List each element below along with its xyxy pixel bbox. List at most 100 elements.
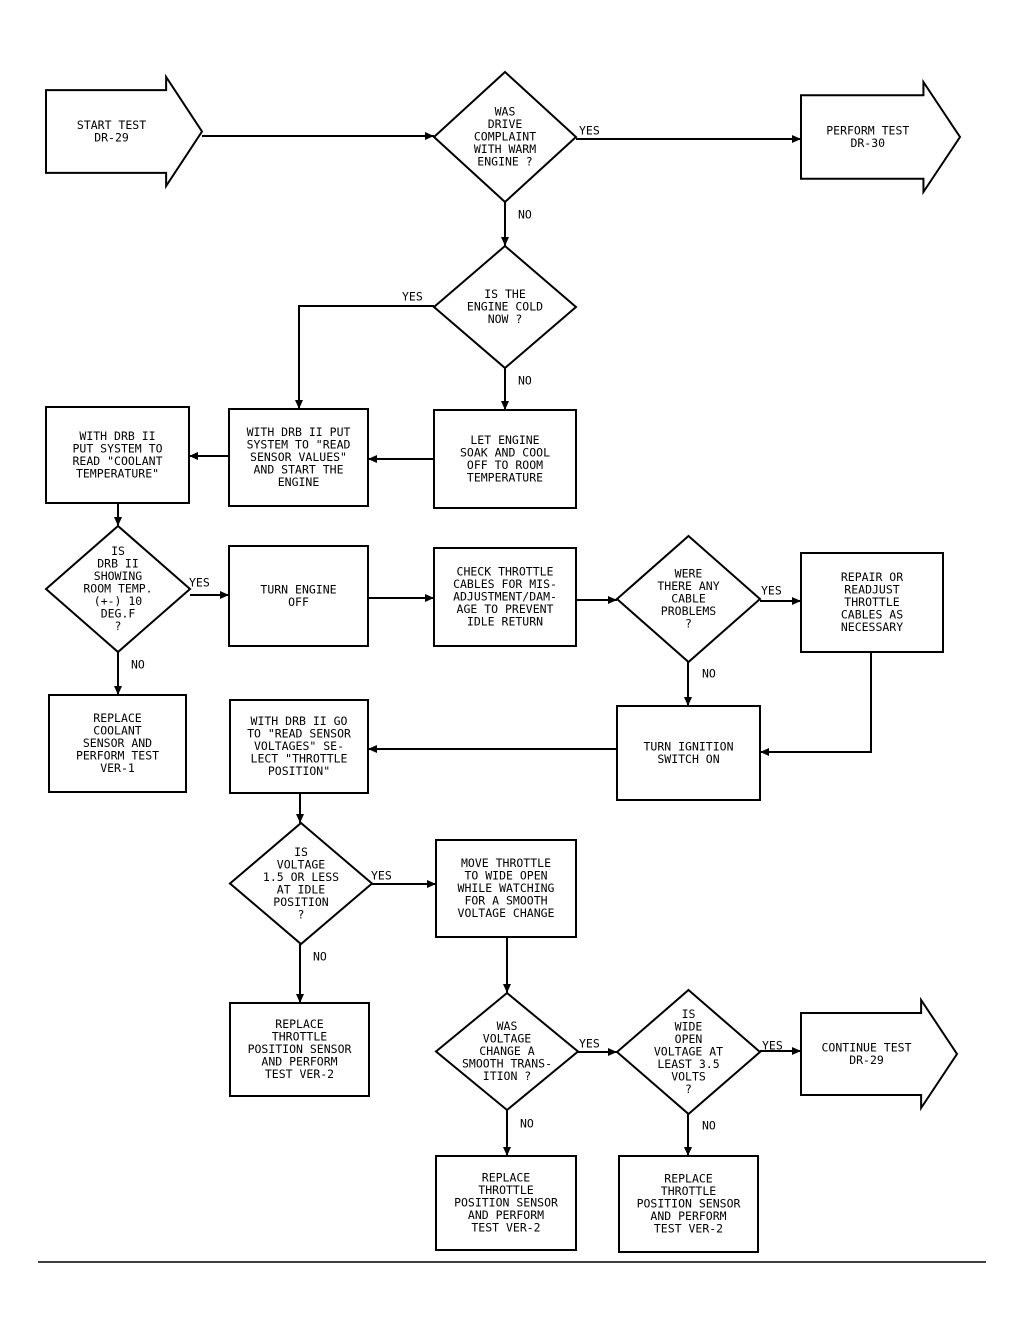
- process-box: [45, 406, 190, 504]
- node-text-line: AGE TO PREVENT: [457, 602, 554, 616]
- node-text-line: VOLTAGE: [277, 857, 326, 871]
- node-text-line: CABLE: [671, 592, 706, 606]
- arrowhead: [608, 596, 617, 604]
- edge-let_soak-to-read_sensor: [368, 455, 434, 463]
- node-text-line: DR-30: [850, 136, 885, 150]
- node-text-line: VOLTAGES" SE-: [254, 739, 344, 753]
- node-text-line: AND PERFORM: [650, 1209, 726, 1223]
- node-text-line: OFF: [288, 595, 309, 609]
- edge-label: YES: [579, 124, 600, 138]
- arrowhead: [425, 132, 434, 140]
- edge-move_throttle-to-q_smooth: [503, 937, 511, 993]
- edge-label: YES: [189, 576, 210, 590]
- node-text-line: AT IDLE: [277, 882, 326, 896]
- edge-q_smooth-to-q_wot: YES: [578, 1037, 617, 1056]
- edge-repair_cables-to-turn_ign: [760, 652, 872, 756]
- arrowhead: [608, 1048, 617, 1056]
- edge-q_wot-to-replace_tps3: NO: [684, 1114, 716, 1156]
- node-text-line: WERE: [675, 567, 703, 581]
- arrowhead: [760, 748, 769, 756]
- node-text-line: WHILE WATCHING: [458, 881, 555, 895]
- arrowhead: [503, 1147, 511, 1156]
- node-text-line: SHOWING: [94, 569, 143, 583]
- connector-line: [760, 652, 872, 753]
- arrowhead: [425, 594, 434, 602]
- process-box: [433, 409, 577, 509]
- node-text-line: REPLACE: [482, 1171, 531, 1185]
- node-text-line: POSITION SENSOR: [454, 1196, 558, 1210]
- decision-diamond: [44, 524, 192, 654]
- process-box: [433, 547, 577, 647]
- node-text-line: FOR A SMOOTH: [464, 894, 547, 908]
- node-text-line: VOLTAGE CHANGE: [458, 906, 555, 920]
- edge-label: NO: [518, 208, 532, 222]
- edge-label: NO: [313, 950, 327, 964]
- node-text-line: PUT SYSTEM TO: [72, 441, 162, 455]
- edge-label: NO: [520, 1117, 534, 1131]
- edge-label: YES: [762, 1039, 783, 1053]
- arrowhead: [220, 591, 229, 599]
- node-text-line: SENSOR AND: [83, 736, 152, 750]
- node-text-line: AND START THE: [253, 463, 343, 477]
- node-text-line: LET ENGINE: [470, 433, 539, 447]
- arrowhead: [792, 597, 801, 605]
- node-text-line: TURN ENGINE: [260, 582, 336, 596]
- decision-diamond: [434, 991, 580, 1112]
- arrowhead: [114, 686, 122, 695]
- edge-read_coolant-to-q_room: [114, 503, 122, 526]
- node-text-line: WITH WARM: [474, 142, 536, 156]
- node-text-line: ?: [298, 907, 305, 921]
- node-text-line: VOLTS: [671, 1070, 706, 1084]
- node-text-line: SYSTEM TO "READ: [247, 438, 351, 452]
- node-text-line: SOAK AND COOL: [460, 445, 550, 459]
- node-text-line: (+-) 10: [94, 594, 143, 608]
- edge-q_cable-to-repair_cables: YES: [760, 584, 801, 605]
- connector-arrow-shape: [800, 78, 962, 196]
- arrowhead: [114, 517, 122, 526]
- node-text-line: ENGINE COLD: [467, 300, 543, 314]
- decision-diamond: [615, 988, 762, 1116]
- node-text-line: VOLTAGE: [483, 1032, 532, 1046]
- edge-turn_off-to-check_cables: [368, 594, 434, 602]
- node-text-line: SWITCH ON: [657, 752, 719, 766]
- node-text-line: TURN IGNITION: [643, 739, 733, 753]
- process-box: [618, 1155, 759, 1253]
- process-box: [435, 839, 577, 938]
- node-text-line: TEMPERATURE": [76, 466, 159, 480]
- arrowhead: [501, 401, 509, 410]
- edge-label: NO: [131, 658, 145, 672]
- node-text-line: THROTTLE: [478, 1183, 533, 1197]
- process-box: [228, 545, 369, 647]
- connector-arrow-shape: [45, 73, 204, 190]
- node-text-line: ENGINE: [278, 475, 320, 489]
- node-text-line: TO "READ SENSOR: [247, 727, 351, 741]
- node-text-line: DR-29: [849, 1053, 884, 1067]
- process-box: [616, 705, 761, 801]
- decision-diamond: [432, 244, 578, 370]
- process-box: [800, 552, 944, 653]
- node-text-line: CHECK THROTTLE: [457, 565, 554, 579]
- arrowhead: [368, 455, 377, 463]
- edge-q_volt-to-replace_tps1: NO: [296, 944, 327, 1003]
- arrowhead: [684, 1147, 692, 1156]
- process-box: [435, 1155, 577, 1251]
- edge-label: NO: [702, 667, 716, 681]
